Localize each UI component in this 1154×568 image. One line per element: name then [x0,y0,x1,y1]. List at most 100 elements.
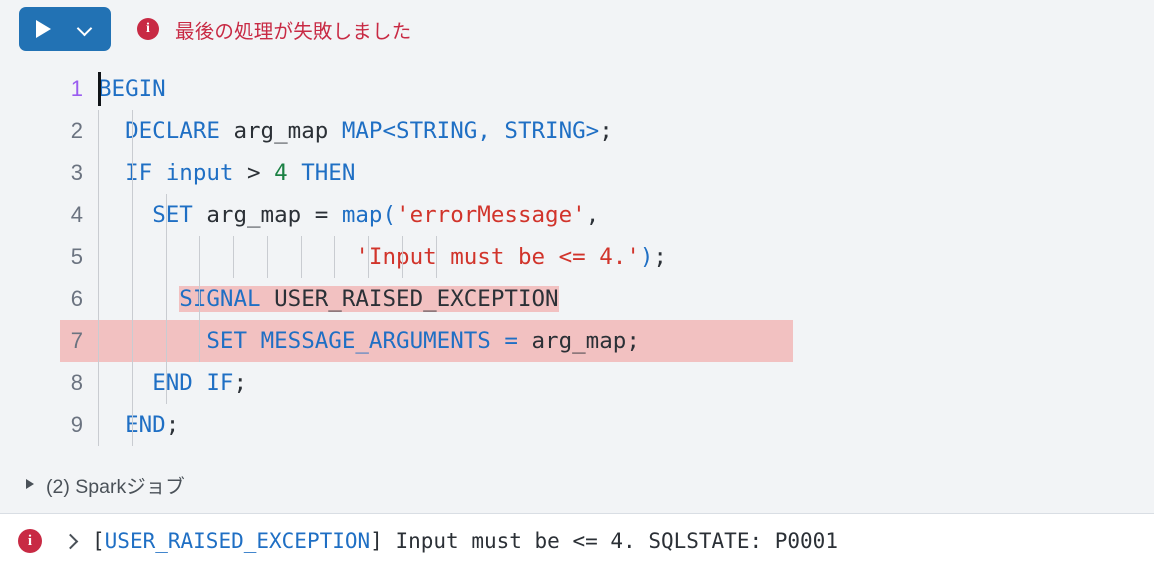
code-token [288,160,302,186]
line-number: 7 [70,328,83,353]
code-token [233,160,247,186]
code-token: ; [233,370,248,396]
spark-jobs-toggle[interactable]: (2) Sparkジョブ [0,455,1154,514]
highlight-end [793,320,1154,362]
spark-jobs-label: (2) Sparkジョブ [46,475,185,498]
indent-guide [165,278,167,320]
code-token: END IF [152,370,234,396]
code-token [98,370,152,396]
code-token [328,202,342,228]
code-text[interactable]: SET MESSAGE_ARGUMENTS = arg_map; [98,320,1154,362]
code-line[interactable]: 2 DECLARE arg_map MAP<STRING, STRING>; [0,110,1154,152]
code-line[interactable]: 7 SET MESSAGE_ARGUMENTS = arg_map; [0,320,1154,362]
code-token [98,160,125,186]
code-token: ; [165,412,180,438]
chevron-down-icon[interactable] [78,22,92,36]
line-number: 2 [70,118,83,143]
code-token: 4 [274,160,288,186]
code-text[interactable]: BEGIN [98,68,1154,110]
line-number: 6 [70,286,83,311]
code-token: THEN [301,160,356,186]
code-token [98,328,206,354]
error-bar: i [USER_RAISED_EXCEPTION] Input must be … [0,514,1154,568]
code-text[interactable]: IF input > 4 THEN [98,152,1154,194]
code-token: ; [653,244,667,270]
indent-guide [199,278,201,320]
cell-status: i 最後の処理が失敗しました [137,15,411,44]
code-token: 'errorMessage' [396,202,586,228]
code-token: ) [639,244,654,270]
code-token [301,202,315,228]
code-token [491,328,505,354]
code-token [220,118,234,144]
info-icon: i [18,529,42,553]
code-token: IF [125,160,153,186]
code-token: SIGNAL [179,286,261,312]
error-code: USER_RAISED_EXCEPTION [104,529,371,553]
code-token: arg_map [206,202,302,228]
indent-guide [98,236,99,278]
indent-guide [98,320,99,362]
indent-guide [98,404,99,446]
line-number: 5 [70,244,83,269]
triangle-right-icon [26,479,34,489]
indent-guide [131,236,133,278]
code-token [98,286,179,312]
error-detail: ] Input must be <= 4. SQLSTATE: P0001 [370,529,838,553]
indent-guide [199,236,201,278]
code-line[interactable]: 5 'Input must be <= 4.'); [0,236,1154,278]
code-line[interactable]: 1 BEGIN [0,68,1154,110]
indent-guide [98,278,99,320]
code-line[interactable]: 9 END; [0,404,1154,446]
code-token: MESSAGE_ARGUMENTS [260,328,491,354]
code-text[interactable]: SIGNAL USER_RAISED_EXCEPTION [98,278,1154,320]
code-token: MAP<STRING, STRING> [341,118,600,144]
code-editor[interactable]: 1 BEGIN 2 DECLARE arg_map MAP<STRING, STRI… [0,58,1154,455]
indent-guide [98,110,99,152]
code-token: , [585,202,600,228]
indent-guide [368,236,370,278]
indent-guide [98,194,99,236]
code-line[interactable]: 3 IF input > 4 THEN [0,152,1154,194]
indent-guide [266,236,268,278]
line-number: 1 [70,76,83,101]
code-token: SET [152,202,193,228]
code-token: DECLARE [125,118,220,144]
indent-guide [435,236,437,278]
code-text[interactable]: END IF; [98,362,1154,404]
indent-guide [131,110,133,152]
chevron-right-icon[interactable] [64,535,76,547]
code-token: 'Input must be <= 4.' [355,244,640,270]
code-token: = [504,328,518,354]
code-token [98,202,152,228]
code-token [98,412,125,438]
code-token: arg_map [531,328,627,354]
code-token: arg_map [233,118,329,144]
info-icon: i [137,18,159,40]
code-text[interactable]: END; [98,404,1154,446]
indent-guide [131,320,133,362]
code-line[interactable]: 6 SIGNAL USER_RAISED_EXCEPTION [0,278,1154,320]
code-token [328,118,342,144]
status-message: 最後の処理が失敗しました [175,20,412,43]
code-token: ; [626,328,640,354]
code-token [98,118,125,144]
code-token: = [314,202,329,228]
run-button[interactable] [19,7,111,51]
code-token: BEGIN [98,76,166,102]
code-token [152,160,166,186]
indent-guide [98,152,99,194]
indent-guide [165,320,167,362]
code-line[interactable]: 4 SET arg_map = map('errorMessage', [0,194,1154,236]
error-bracket-open: [ [92,529,105,553]
error-message: [USER_RAISED_EXCEPTION] Input must be <=… [92,529,838,553]
code-text[interactable]: SET arg_map = map('errorMessage', [98,194,1154,236]
code-token: input [165,160,234,186]
code-line[interactable]: 8 END IF; [0,362,1154,404]
code-text[interactable]: DECLARE arg_map MAP<STRING, STRING>; [98,110,1154,152]
code-lines[interactable]: 1 BEGIN 2 DECLARE arg_map MAP<STRING, STRI… [0,58,1154,446]
indent-guide [199,320,201,362]
code-token: SET [206,328,248,354]
code-text[interactable]: 'Input must be <= 4.'); [98,236,1154,278]
indent-guide [98,362,99,404]
